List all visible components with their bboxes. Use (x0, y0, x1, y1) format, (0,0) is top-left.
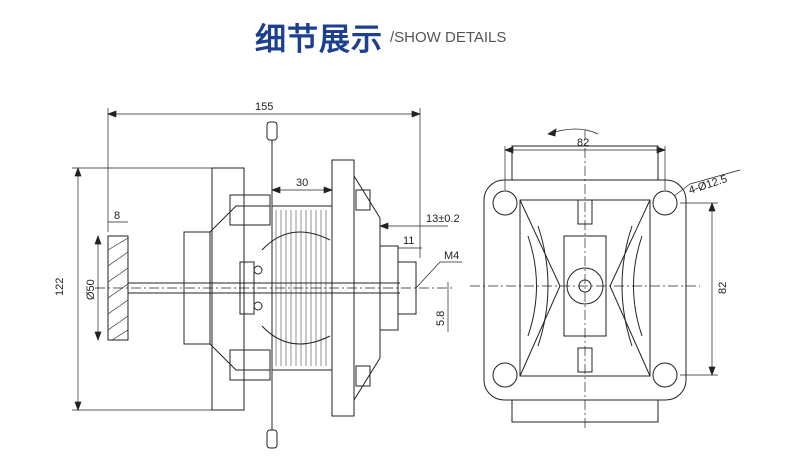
dim-fan-width: 8 (114, 210, 120, 222)
mount-hole-tl (492, 190, 518, 216)
dim-bearing-offset: 13±0.2 (426, 213, 460, 225)
fan-disc (107, 235, 129, 341)
dim-front-height: 82 (717, 282, 729, 294)
page-header: 细节展示 /SHOW DETAILS (0, 14, 790, 58)
dim-height: 122 (54, 278, 66, 296)
end-bracket-right (331, 159, 355, 417)
section-title: 细节展示 (255, 22, 383, 58)
dim-stack-length: 30 (296, 177, 308, 189)
mount-hole-br (652, 362, 678, 388)
terminal-top (266, 121, 278, 141)
section-subtitle: /SHOW DETAILS (390, 29, 507, 46)
front-view (470, 130, 700, 430)
dim-thread: M4 (444, 250, 459, 262)
dim-shaft-diameter: Ø50 (85, 279, 97, 300)
dim-shaft-extension: 11 (403, 235, 414, 247)
dim-front-width: 82 (577, 137, 589, 149)
terminal-bottom (266, 429, 278, 449)
dim-overall-length: 155 (255, 101, 273, 113)
mount-hole-tr (652, 190, 678, 216)
mount-hole-bl (492, 362, 518, 388)
side-view (95, 121, 455, 449)
end-bracket-left (211, 167, 245, 411)
dim-mount-holes: 4-Ø12.5 (687, 173, 729, 197)
dim-flat: 5.8 (435, 311, 447, 326)
